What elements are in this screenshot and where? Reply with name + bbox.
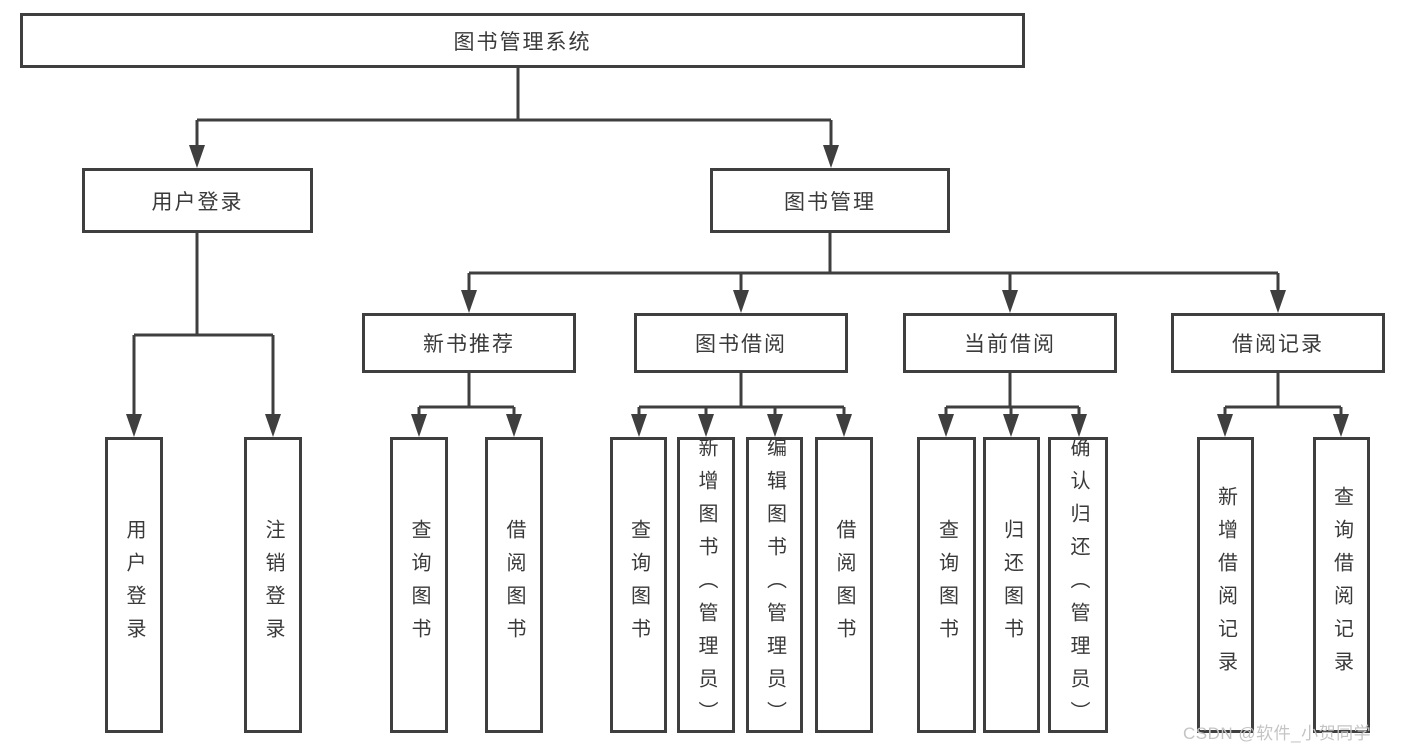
arrow-icon bbox=[1003, 414, 1019, 437]
leaf-label: 新增图书（管理员） bbox=[695, 436, 717, 734]
leaf-label: 新增借阅记录 bbox=[1214, 486, 1237, 684]
arrow-icon bbox=[1002, 290, 1018, 313]
leaf-label: 查询借阅记录 bbox=[1330, 486, 1353, 684]
arrow-icon bbox=[461, 290, 477, 313]
connector-new-book bbox=[417, 373, 516, 416]
leaf-borrow-books-2: 借阅图书 bbox=[815, 437, 873, 733]
node-new-book-recommend: 新书推荐 bbox=[362, 313, 576, 373]
leaf-add-books-admin: 新增图书（管理员） bbox=[677, 436, 735, 734]
leaf-logout: 注销登录 bbox=[244, 437, 302, 733]
arrow-icon bbox=[189, 145, 205, 168]
node-root-library-system: 图书管理系统 bbox=[20, 13, 1025, 68]
node-book-management: 图书管理 bbox=[710, 168, 950, 233]
leaf-label: 确认归还（管理员） bbox=[1067, 436, 1089, 734]
leaf-label: 归还图书 bbox=[1000, 519, 1023, 651]
arrow-icon bbox=[767, 414, 783, 437]
node-current-borrow: 当前借阅 bbox=[903, 313, 1117, 373]
leaf-add-borrow-record: 新增借阅记录 bbox=[1197, 437, 1254, 733]
leaf-label: 查询图书 bbox=[935, 519, 958, 651]
node-book-borrow: 图书借阅 bbox=[634, 313, 848, 373]
connector-borrow-records bbox=[1223, 373, 1343, 416]
arrow-icon bbox=[506, 414, 522, 437]
connector-current-borrow bbox=[944, 373, 1081, 416]
leaf-label: 借阅图书 bbox=[833, 519, 855, 651]
leaf-label: 查询图书 bbox=[627, 519, 650, 651]
leaf-label: 注销登录 bbox=[262, 519, 284, 651]
leaf-query-books-1: 查询图书 bbox=[390, 437, 448, 733]
leaf-label: 编辑图书（管理员） bbox=[763, 436, 786, 734]
arrow-icon bbox=[411, 414, 427, 437]
arrow-icon bbox=[698, 414, 714, 437]
leaf-user-login: 用户登录 bbox=[105, 437, 163, 733]
arrow-icon bbox=[733, 290, 749, 313]
node-user-login: 用户登录 bbox=[82, 168, 313, 233]
leaf-query-books-3: 查询图书 bbox=[917, 437, 976, 733]
leaf-borrow-books-1: 借阅图书 bbox=[485, 437, 543, 733]
leaf-confirm-return-admin: 确认归还（管理员） bbox=[1048, 436, 1108, 734]
arrow-icon bbox=[1071, 414, 1087, 437]
arrow-icon bbox=[631, 414, 647, 437]
leaf-query-borrow-record: 查询借阅记录 bbox=[1313, 437, 1370, 733]
arrow-icon bbox=[265, 414, 281, 437]
connector-book-mgmt bbox=[467, 233, 1280, 292]
leaf-query-books-2: 查询图书 bbox=[610, 437, 667, 733]
arrow-icon bbox=[938, 414, 954, 437]
leaf-edit-books-admin: 编辑图书（管理员） bbox=[746, 436, 803, 734]
arrow-icon bbox=[1270, 290, 1286, 313]
connector-root bbox=[195, 68, 833, 148]
connector-book-borrow bbox=[637, 373, 846, 416]
leaf-label: 查询图书 bbox=[408, 519, 430, 651]
csdn-watermark: CSDN @软件_小贺同学 bbox=[1183, 724, 1372, 743]
arrow-icon bbox=[823, 145, 839, 168]
arrow-icon bbox=[1333, 414, 1349, 437]
leaf-label: 借阅图书 bbox=[503, 519, 525, 651]
arrow-icon bbox=[126, 414, 142, 437]
arrow-icon bbox=[836, 414, 852, 437]
connector-user-login bbox=[132, 233, 275, 416]
node-borrow-records: 借阅记录 bbox=[1171, 313, 1385, 373]
leaf-return-books: 归还图书 bbox=[983, 437, 1040, 733]
leaf-label: 用户登录 bbox=[123, 519, 145, 651]
arrow-icon bbox=[1217, 414, 1233, 437]
